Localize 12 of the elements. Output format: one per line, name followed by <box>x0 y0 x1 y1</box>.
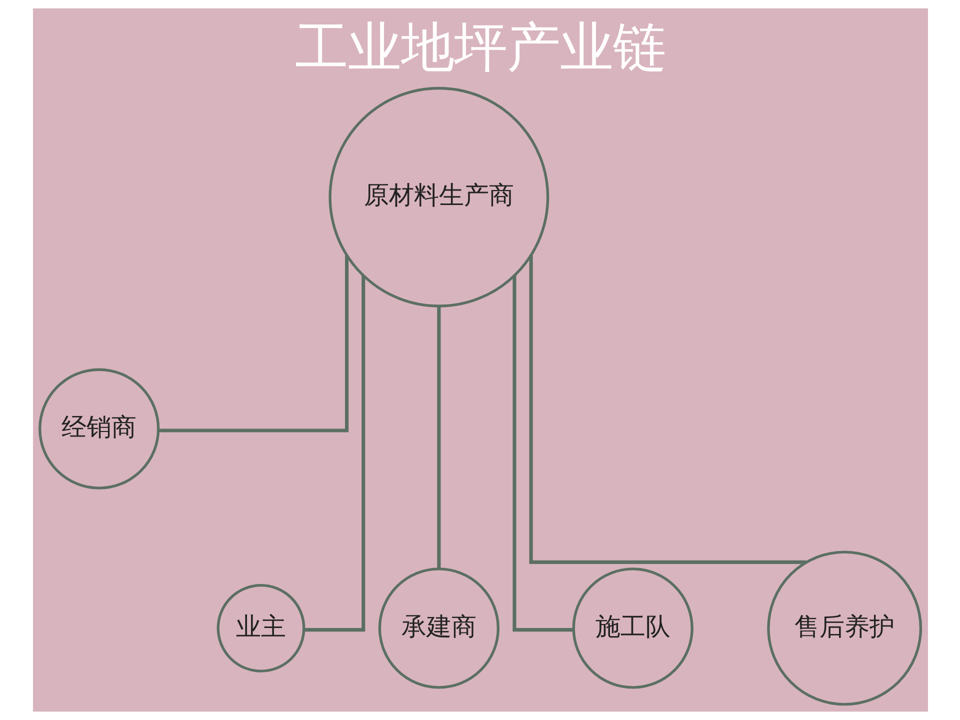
connector <box>158 255 348 432</box>
connector <box>303 276 365 632</box>
node-circle: 原材料生产商 <box>328 86 549 308</box>
connector <box>436 306 440 569</box>
diagram-title: 工业地坪产业链 <box>294 15 666 78</box>
node-circle: 经销商 <box>38 368 160 490</box>
connector <box>512 276 574 632</box>
node-circle: 售后养护 <box>766 550 922 706</box>
node-circle: 承建商 <box>378 568 499 689</box>
connector <box>528 254 806 564</box>
node-circle: 施工队 <box>572 568 693 689</box>
node-circle: 业主 <box>216 584 305 672</box>
